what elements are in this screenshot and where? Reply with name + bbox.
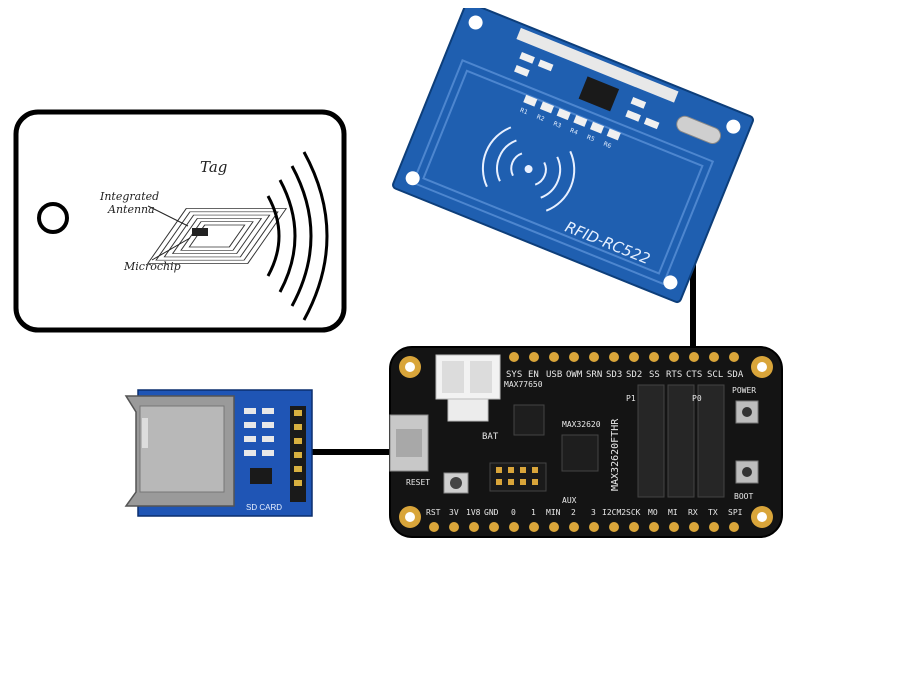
microchip-shape xyxy=(192,228,208,236)
top-pad-row xyxy=(509,352,739,362)
pin-label: SCK xyxy=(626,508,641,517)
pin-label: RTS xyxy=(666,370,682,380)
pin-label: SRN xyxy=(586,370,602,380)
bottom-pad-row xyxy=(429,522,739,532)
pin-label: SD2 xyxy=(626,370,642,380)
antenna-label-1: Integrated xyxy=(99,190,159,203)
gpio-header-block xyxy=(637,384,725,498)
pin-label: GND xyxy=(484,508,499,517)
tag-title: Tag xyxy=(200,158,227,176)
usb-connector xyxy=(389,414,429,472)
pin-label: 3V xyxy=(449,508,459,517)
top-pin-labels: SYS EN USB OWM SRN SD3 SD2 SS RTS CTS SC… xyxy=(506,370,744,380)
pin-label: RX xyxy=(688,508,698,517)
pin-label: EN xyxy=(528,370,539,380)
mcu-chip xyxy=(561,434,599,472)
pin-label: USB xyxy=(546,370,562,380)
aux-label: AUX xyxy=(562,496,577,505)
pin-label: RST xyxy=(426,508,441,517)
pin-label: TX xyxy=(708,508,718,517)
board-model-label: MAX32620FTHR xyxy=(610,418,621,491)
pin-label: MIN xyxy=(546,508,561,517)
pin-label: MI xyxy=(668,508,678,517)
p1-label: P1 xyxy=(626,394,636,403)
p0-label: P0 xyxy=(692,394,702,403)
rfid-led-label: R3 xyxy=(552,120,562,130)
pin-label: SD3 xyxy=(606,370,622,380)
pin-label: SPI xyxy=(728,508,743,517)
boot-label: BOOT xyxy=(734,492,753,501)
rfid-led-label: R5 xyxy=(586,134,596,144)
battery-connector xyxy=(435,354,501,422)
sd-card-slot xyxy=(124,395,235,507)
pmic-chip xyxy=(513,404,545,436)
reset-button[interactable] xyxy=(443,472,469,494)
power-label: POWER xyxy=(732,386,756,395)
wireless-icon xyxy=(481,126,576,212)
reset-label: RESET xyxy=(406,478,430,487)
aux-header xyxy=(489,462,547,492)
bat-label: BAT xyxy=(482,432,499,442)
pin-label: CTS xyxy=(686,370,702,380)
rfid-crystal xyxy=(676,115,722,145)
power-button[interactable] xyxy=(735,400,759,424)
pin-label: SS xyxy=(649,370,660,380)
microchip-label: Microchip xyxy=(123,260,181,273)
pin-label: 0 xyxy=(511,508,516,517)
rfid-chip xyxy=(578,76,620,112)
sd-module-label: SD CARD xyxy=(246,503,282,512)
antenna-label-2: Antenna xyxy=(107,203,155,216)
pin-label: 1V8 xyxy=(466,508,481,517)
rfid-led-label: R2 xyxy=(535,114,545,124)
rfid-led-row: R1 R2 R3 R4 R5 R6 xyxy=(519,94,621,151)
pin-label: 1 xyxy=(531,508,536,517)
boot-button[interactable] xyxy=(735,460,759,484)
pin-label: SDA xyxy=(727,370,744,380)
rfid-led-label: R4 xyxy=(569,127,579,137)
pin-label: 2 xyxy=(571,508,576,517)
sd-card-module: SD CARD xyxy=(124,389,313,517)
pin-label: OWM xyxy=(566,370,583,380)
pin-label: I2CM2 xyxy=(602,508,626,517)
mcu-board: SYS EN USB OWM SRN SD3 SD2 SS RTS CTS SC… xyxy=(389,346,783,538)
rfid-led-label: R1 xyxy=(519,107,529,117)
sd-pin-header xyxy=(290,406,306,502)
chip-b-label: MAX32620 xyxy=(562,420,601,429)
pin-label: SYS xyxy=(506,370,522,380)
bottom-pin-labels: RST 3V 1V8 GND 0 1 MIN 2 3 I2CM2 SCK MO … xyxy=(426,508,743,517)
card-hole xyxy=(37,202,69,234)
pin-label: 3 xyxy=(591,508,596,517)
pin-label: MO xyxy=(648,508,658,517)
rfid-reader-board: R1 R2 R3 R4 R5 R6 RFID-RC522 xyxy=(392,8,754,304)
radio-waves-icon xyxy=(266,151,329,321)
pin-label: SCL xyxy=(707,370,723,380)
antenna-coil xyxy=(146,208,288,264)
chip-a-label: MAX77650 xyxy=(504,380,543,389)
rfid-tag-card: Tag Integrated Antenna Microchip xyxy=(13,109,347,333)
rfid-led-label: R6 xyxy=(602,141,612,151)
rfid-pin-header xyxy=(516,27,679,103)
